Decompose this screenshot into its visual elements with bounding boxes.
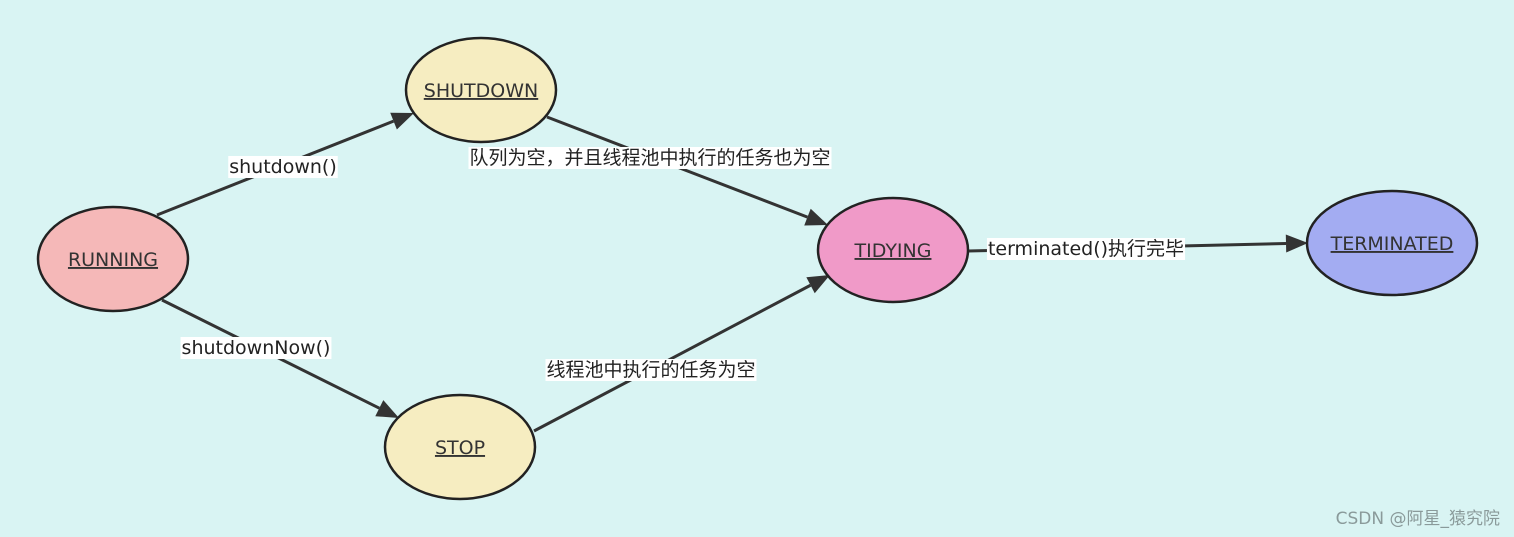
state-node-tidying: TIDYING <box>816 196 970 304</box>
edge-label-group-tidying-terminated: terminated()执行完毕 <box>986 238 1186 260</box>
edge-label-group-running-shutdown: shutdown() <box>228 156 338 178</box>
edge-label-stop-tidying: 线程池中执行的任务为空 <box>546 359 755 381</box>
arrow-head-shutdown-tidying <box>804 208 828 226</box>
state-label-terminated: TERMINATED <box>1330 233 1454 255</box>
edge-stop-tidying <box>533 283 812 433</box>
state-ellipse-terminated <box>1305 189 1479 297</box>
edge-label-bg-tidying-terminated <box>986 238 1186 260</box>
edge-labels-layer: shutdown() shutdownNow() 队列为空，并且线程池中执行的任务也… <box>180 147 1186 381</box>
state-ellipse-tidying <box>816 196 970 304</box>
state-node-running: RUNNING <box>36 205 190 313</box>
edge-label-running-shutdown: shutdown() <box>229 156 337 178</box>
state-label-stop: STOP <box>435 437 485 459</box>
edge-label-bg-stop-tidying <box>545 359 757 381</box>
edge-label-group-running-stop: shutdownNow() <box>180 337 332 359</box>
state-label-running: RUNNING <box>68 249 158 271</box>
edge-label-running-stop: shutdownNow() <box>182 337 331 359</box>
state-label-tidying: TIDYING <box>854 240 932 262</box>
arrow-head-running-stop <box>375 400 399 418</box>
edge-label-tidying-terminated: terminated()执行完毕 <box>988 238 1184 260</box>
state-label-shutdown: SHUTDOWN <box>424 80 538 102</box>
state-ellipse-shutdown <box>404 36 558 144</box>
arrow-head-tidying-terminated <box>1285 234 1308 253</box>
arrow-head-running-shutdown <box>390 112 414 130</box>
state-ellipse-running <box>36 205 190 313</box>
arrow-head-stop-tidying <box>806 275 830 294</box>
state-ellipse-stop <box>383 393 537 501</box>
state-node-stop: STOP <box>383 393 537 501</box>
watermark: CSDN @阿星_猿究院 <box>1335 509 1500 529</box>
edge-label-shutdown-tidying: 队列为空，并且线程池中执行的任务也为空 <box>469 147 830 169</box>
edge-label-group-shutdown-tidying: 队列为空，并且线程池中执行的任务也为空 <box>468 147 832 169</box>
edge-label-bg-running-shutdown <box>228 156 338 178</box>
state-node-terminated: TERMINATED <box>1305 189 1479 297</box>
nodes-layer: RUNNING SHUTDOWN STOP TIDYING TERMINATED <box>36 36 1479 501</box>
edge-label-bg-running-stop <box>180 337 332 359</box>
state-node-shutdown: SHUTDOWN <box>404 36 558 144</box>
edge-label-bg-shutdown-tidying <box>468 147 832 169</box>
edge-label-group-stop-tidying: 线程池中执行的任务为空 <box>545 359 757 381</box>
